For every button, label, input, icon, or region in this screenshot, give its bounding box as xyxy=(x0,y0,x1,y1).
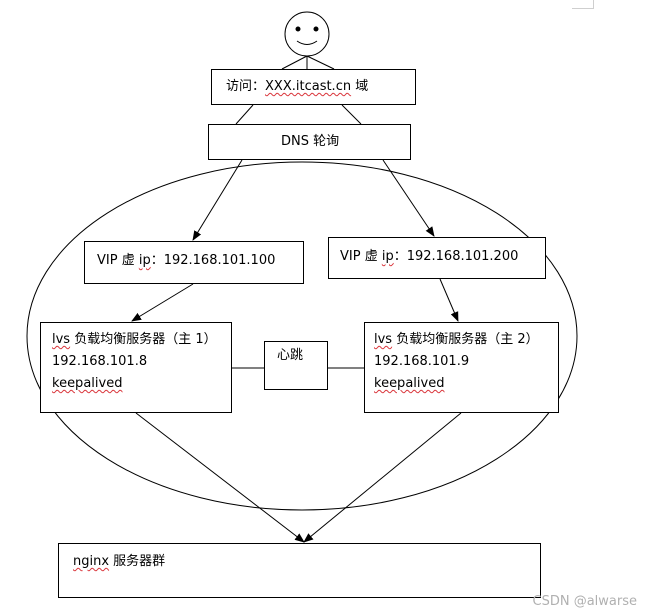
nginx-server-group-box: nginx 服务器群 xyxy=(58,543,541,598)
nginx-suffix: 服务器群 xyxy=(109,554,166,569)
lvs1-name-prefix: lvs xyxy=(52,332,71,347)
lvs1-name-rest: 负载均衡服务器（主 1） xyxy=(70,332,217,347)
access-label: 访问：XXX.itcast.cn 域 xyxy=(226,76,415,98)
vip2-ip-word: ip xyxy=(381,249,394,264)
lvs1-ip: 192.168.101.8 xyxy=(52,354,148,369)
vip1-address: ：192.168.101.100 xyxy=(150,253,276,268)
vip-box-2: VIP 虚 ip：192.168.101.200 xyxy=(328,237,546,279)
access-domain-box: 访问：XXX.itcast.cn 域 xyxy=(211,69,416,105)
watermark: CSDN @alwarse xyxy=(532,594,638,609)
access-suffix: 域 xyxy=(351,79,369,94)
lvs-server-box-2: lvs 负载均衡服务器（主 2） 192.168.101.9 keepalive… xyxy=(364,322,559,413)
lvs1-software: keepalived xyxy=(52,376,123,391)
arrow-vip2-to-lvs2 xyxy=(439,278,459,322)
heartbeat-label: 心跳 xyxy=(277,348,304,363)
page-corner-mark xyxy=(572,0,594,9)
lvs2-name-rest: 负载均衡服务器（主 2） xyxy=(392,332,539,347)
arrow-vip1-to-lvs1 xyxy=(131,283,194,322)
lvs2-title: lvs 负载均衡服务器（主 2） xyxy=(374,329,558,351)
vip1-label: VIP 虚 ip：192.168.101.100 xyxy=(97,250,303,272)
arrow-dns-to-vip2 xyxy=(382,159,435,237)
access-domain: XXX.itcast.cn xyxy=(265,79,352,94)
dns-round-robin-box: DNS 轮询 xyxy=(208,124,411,160)
smiley-face-icon xyxy=(281,11,335,70)
arrow-lvs1-to-nginx xyxy=(135,412,305,543)
arrow-lvs2-to-nginx xyxy=(303,412,462,543)
lvs2-name-prefix: lvs xyxy=(374,332,393,347)
vip1-ip-word: ip xyxy=(138,253,151,268)
lvs-server-box-1: lvs 负载均衡服务器（主 1） 192.168.101.8 keepalive… xyxy=(40,322,232,413)
vip1-prefix: VIP 虚 xyxy=(97,253,139,268)
vip2-label: VIP 虚 ip：192.168.101.200 xyxy=(340,246,545,268)
heartbeat-box: 心跳 xyxy=(264,341,328,390)
lvs2-ip: 192.168.101.9 xyxy=(374,354,470,369)
dns-label: DNS 轮询 xyxy=(281,134,340,149)
vip-box-1: VIP 虚 ip：192.168.101.100 xyxy=(84,241,304,284)
vip2-address: ：192.168.101.200 xyxy=(393,249,519,264)
nginx-prefix: nginx xyxy=(73,554,110,569)
vip2-prefix: VIP 虚 xyxy=(340,249,382,264)
access-prefix: 访问： xyxy=(226,79,266,94)
arrow-dns-to-vip1 xyxy=(192,159,243,241)
connector-access-to-dns-right xyxy=(341,104,362,125)
connector-access-to-dns-left xyxy=(235,104,254,125)
lvs1-title: lvs 负载均衡服务器（主 1） xyxy=(52,329,231,351)
lvs2-software: keepalived xyxy=(374,376,445,391)
ha-cluster-ellipse xyxy=(26,161,578,511)
nginx-label: nginx 服务器群 xyxy=(73,551,540,573)
